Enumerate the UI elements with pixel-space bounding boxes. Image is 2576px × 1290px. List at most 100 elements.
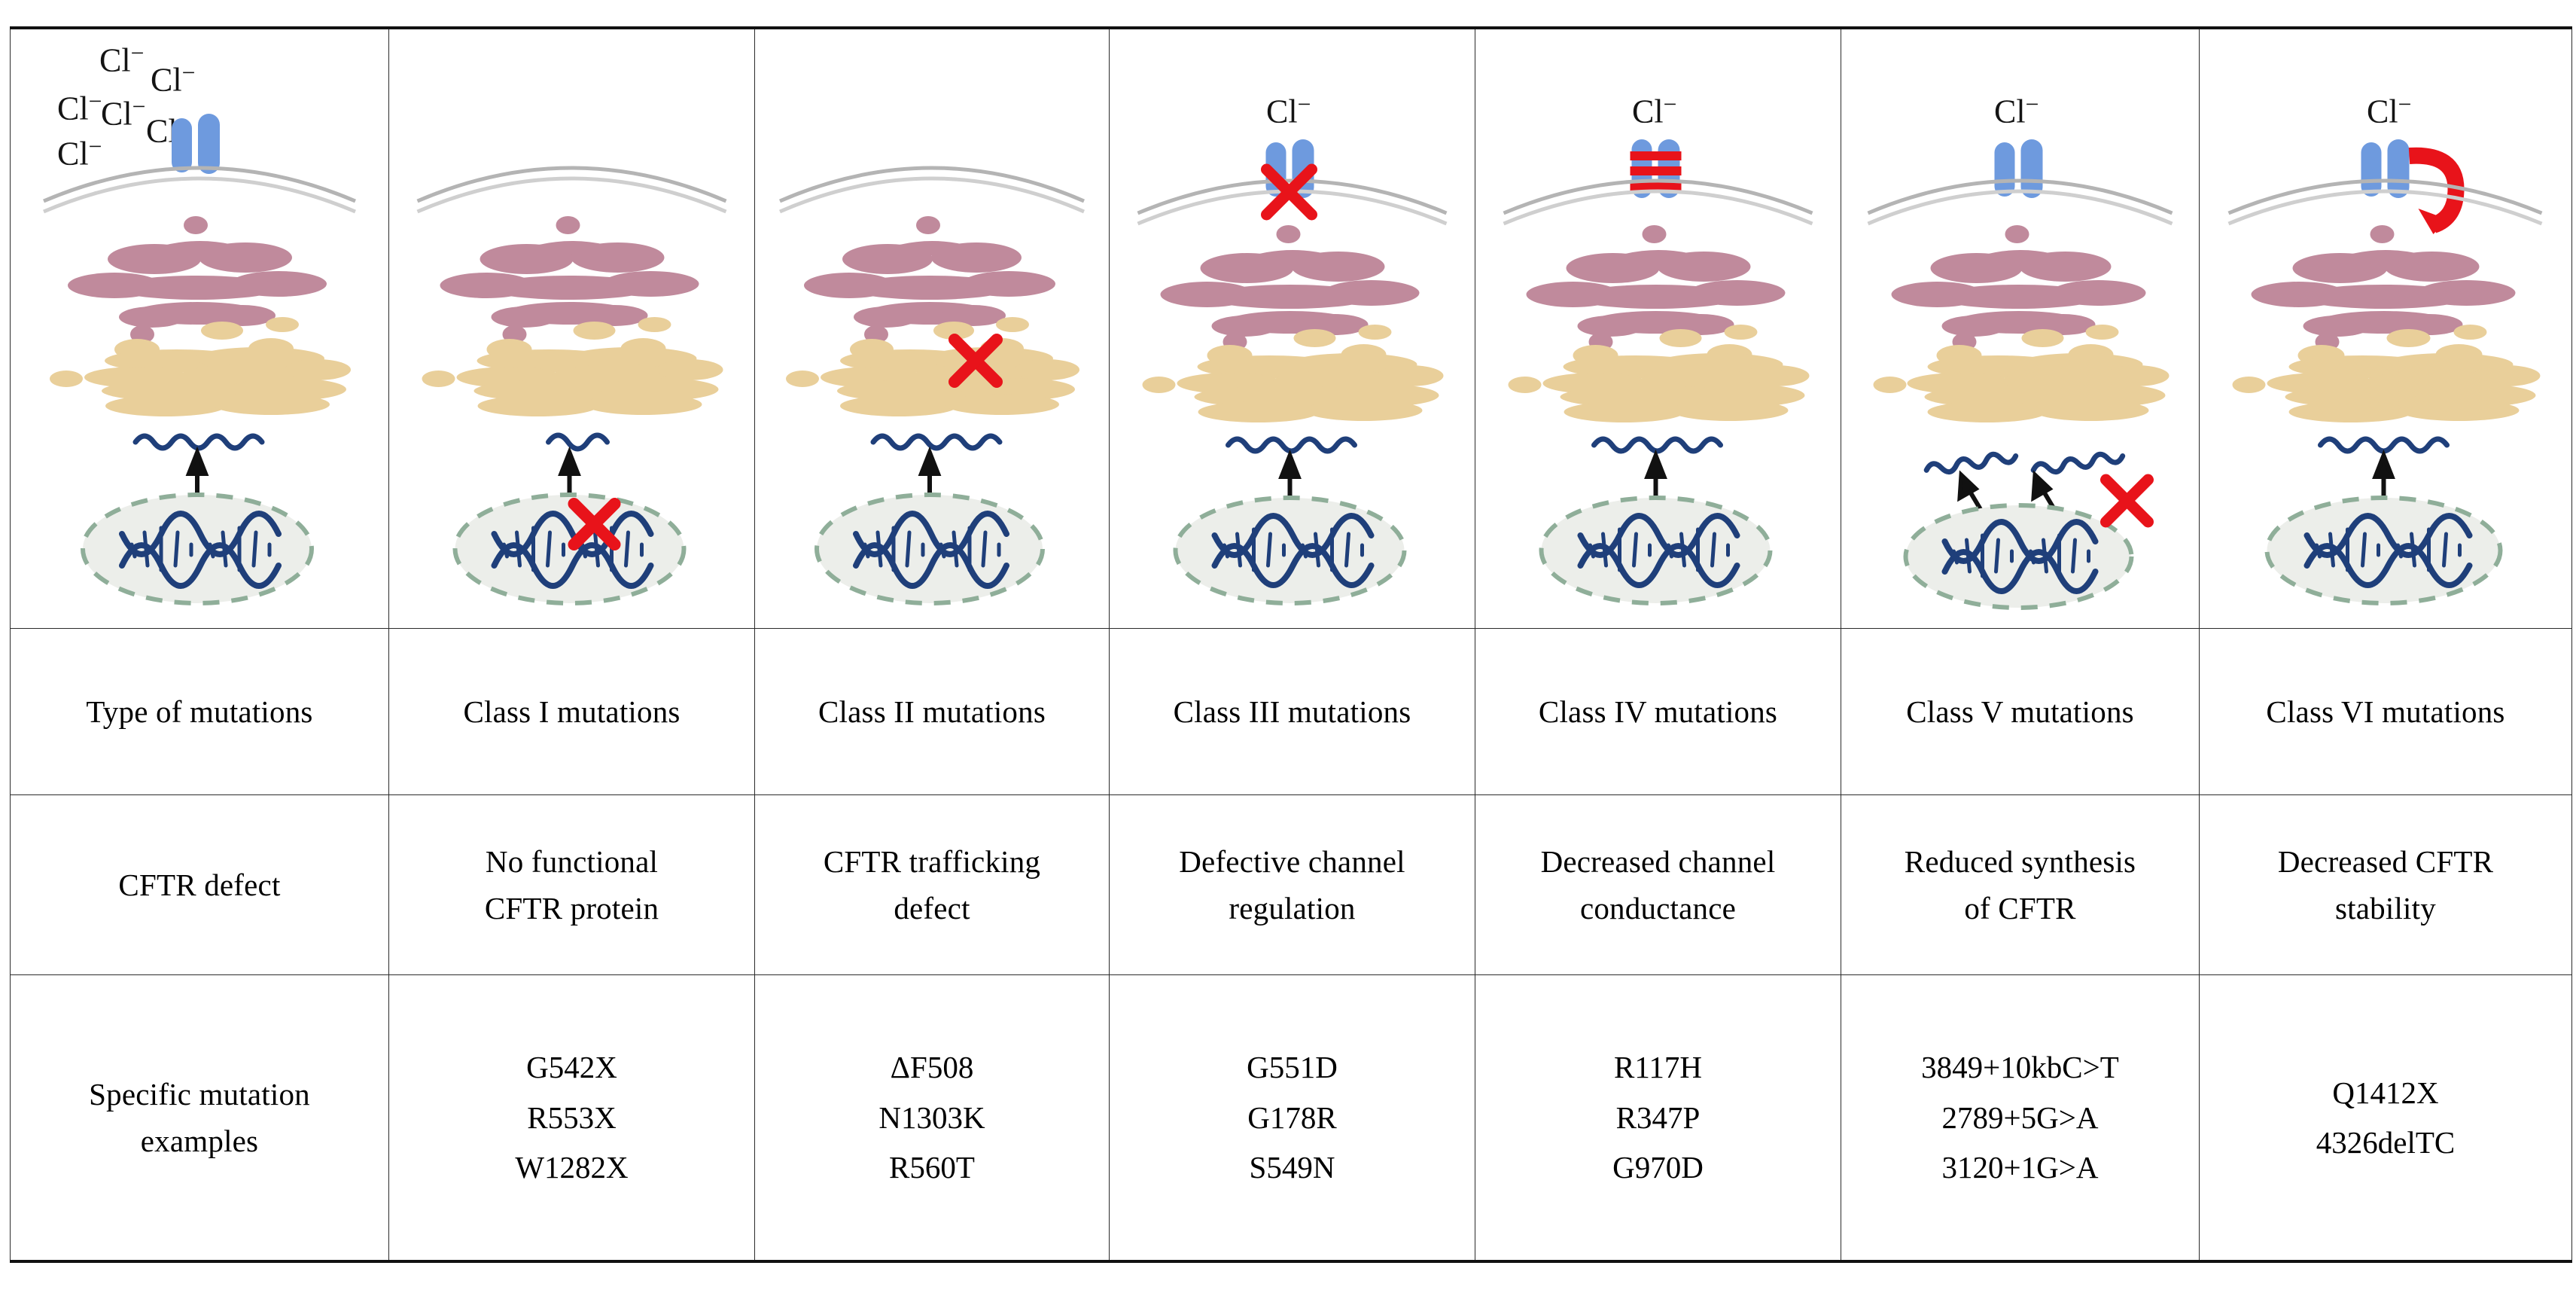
- golgi-apparatus: [440, 216, 699, 343]
- cftr-channel-icon: [2361, 139, 2410, 198]
- nucleus: [452, 493, 686, 605]
- type-cell-class-5: Class V mutations: [1841, 628, 2200, 795]
- cell-diagram-class-5: Cl−: [1841, 29, 2199, 628]
- cell-schematic-svg: [1503, 139, 1813, 605]
- endoplasmic-reticulum: [1142, 325, 1443, 422]
- plasma-membrane: [1867, 178, 2173, 226]
- mutation-item: R117H: [1614, 1050, 1702, 1085]
- golgi-apparatus: [804, 216, 1055, 343]
- mutation-item: G551D: [1247, 1050, 1338, 1085]
- row-header-examples: Specific mutation examples: [10, 974, 389, 1263]
- defect-cell-class-5: Reduced synthesis of CFTR: [1841, 794, 2200, 975]
- mutation-list: ΔF508 N1303K R560T: [755, 1042, 1109, 1192]
- class-type-label: Class III mutations: [1173, 694, 1411, 729]
- mutation-item: 2789+5G>A: [1941, 1099, 2099, 1135]
- endoplasmic-reticulum: [1508, 325, 1809, 422]
- endoplasmic-reticulum: [50, 317, 351, 416]
- mutation-item: R553X: [527, 1099, 617, 1135]
- nucleus: [1903, 503, 2133, 610]
- mutation-list: R117H R347P G970D: [1475, 1042, 1841, 1192]
- nucleus: [81, 493, 314, 605]
- red-x-marker-icon: [1260, 163, 1317, 221]
- red-x-marker-icon: [568, 498, 620, 550]
- diagram-cell-class-1: [388, 26, 755, 629]
- defect-label: Reduced synthesis of CFTR: [1904, 843, 2136, 926]
- chloride-ion-label: Cl−: [101, 93, 146, 133]
- examples-cell-class-2: ΔF508 N1303K R560T: [754, 974, 1110, 1263]
- mrna-strand: [870, 433, 1003, 451]
- type-cell-class-2: Class II mutations: [754, 628, 1110, 795]
- cell-schematic-svg: [43, 114, 356, 605]
- defect-label: No functional CFTR protein: [484, 843, 659, 926]
- endoplasmic-reticulum: [422, 317, 723, 416]
- cell-schematic-svg: [2227, 139, 2543, 605]
- mutation-item: N1303K: [878, 1099, 985, 1135]
- chloride-ion-label: Cl−: [57, 133, 102, 172]
- type-row: Type of mutations Class I mutations Clas…: [10, 628, 2572, 795]
- cell-diagram-class-1: [389, 29, 754, 628]
- red-x-marker-icon: [2099, 474, 2154, 528]
- dna-helix: [2303, 513, 2473, 588]
- row-header-label: Type of mutations: [86, 694, 313, 729]
- chloride-ion-label: Cl−: [1632, 91, 1677, 130]
- class-type-label: Class VI mutations: [2266, 694, 2505, 729]
- defect-label: Decreased channel conductance: [1540, 843, 1776, 926]
- cell-schematic-svg: [416, 166, 726, 605]
- examples-cell-class-3: G551D G178R S549N: [1109, 974, 1475, 1263]
- defect-cell-class-3: Defective channel regulation: [1109, 794, 1475, 975]
- mutation-list: 3849+10kbC>T 2789+5G>A 3120+1G>A: [1841, 1042, 2199, 1192]
- nucleus: [815, 493, 1045, 605]
- mutation-item: ΔF508: [890, 1050, 974, 1085]
- mrna-strand: [1225, 436, 1357, 454]
- golgi-apparatus: [68, 216, 327, 343]
- cell-schematic-svg: [779, 166, 1085, 605]
- plasma-membrane: [43, 166, 356, 214]
- mutation-list: G551D G178R S549N: [1110, 1042, 1475, 1192]
- row-header-label: Specific mutation examples: [89, 1076, 310, 1158]
- mrna-strand: [132, 433, 265, 451]
- cell-diagram-class-2: [755, 29, 1109, 628]
- diagram-cell-class-3: Cl−: [1109, 26, 1475, 629]
- mutation-item: Q1412X: [2332, 1075, 2439, 1110]
- nucleus: [1173, 496, 1406, 605]
- mutation-item: 4326delTC: [2316, 1125, 2456, 1160]
- dna-helix: [853, 511, 1009, 589]
- mutation-item: R347P: [1615, 1099, 1701, 1135]
- type-cell-class-4: Class IV mutations: [1475, 628, 1841, 795]
- type-cell-class-1: Class I mutations: [388, 628, 755, 795]
- chloride-ion-label: Cl−: [1994, 91, 2039, 130]
- defect-cell-class-1: No functional CFTR protein: [388, 794, 755, 975]
- cell-schematic-svg: [1137, 139, 1447, 605]
- plasma-membrane: [416, 166, 726, 214]
- diagram-row: Cl− Cl− Cl− Cl− Cl− Cl−: [10, 26, 2572, 629]
- mrna-strand: [2318, 436, 2450, 454]
- golgi-apparatus: [1891, 225, 2145, 351]
- mutation-item: 3849+10kbC>T: [1921, 1050, 2119, 1085]
- red-conductance-bars-icon: [1630, 151, 1681, 191]
- class-type-label: Class I mutations: [463, 694, 681, 729]
- dna-helix: [119, 511, 282, 589]
- defect-cell-class-2: CFTR trafficking defect: [754, 794, 1110, 975]
- dna-helix: [1941, 519, 2098, 594]
- chloride-ion-label: Cl−: [57, 88, 102, 127]
- examples-row: Specific mutation examples G542X R553X W…: [10, 974, 2572, 1263]
- chloride-ion-label: Cl−: [151, 59, 196, 99]
- examples-cell-class-1: G542X R553X W1282X: [388, 974, 755, 1263]
- endoplasmic-reticulum: [1873, 325, 2169, 422]
- defect-label: Defective channel regulation: [1179, 843, 1405, 926]
- diagram-cell-class-5: Cl−: [1841, 26, 2200, 629]
- mutation-item: S549N: [1249, 1150, 1335, 1185]
- chloride-ion-label: Cl−: [1266, 91, 1311, 130]
- diagram-cell-normal: Cl− Cl− Cl− Cl− Cl− Cl−: [10, 26, 389, 629]
- golgi-apparatus: [2251, 225, 2516, 351]
- mutation-item: G970D: [1612, 1150, 1704, 1185]
- class-type-label: Class IV mutations: [1538, 694, 1778, 729]
- diagram-cell-class-4: Cl−: [1475, 26, 1841, 629]
- row-header-defect: CFTR defect: [10, 794, 389, 975]
- mutation-list: G542X R553X W1282X: [389, 1042, 754, 1192]
- mutation-item: G542X: [526, 1050, 617, 1085]
- class-type-label: Class II mutations: [818, 694, 1046, 729]
- mutation-item: R560T: [889, 1150, 975, 1185]
- mrna-strand: [2030, 451, 2125, 475]
